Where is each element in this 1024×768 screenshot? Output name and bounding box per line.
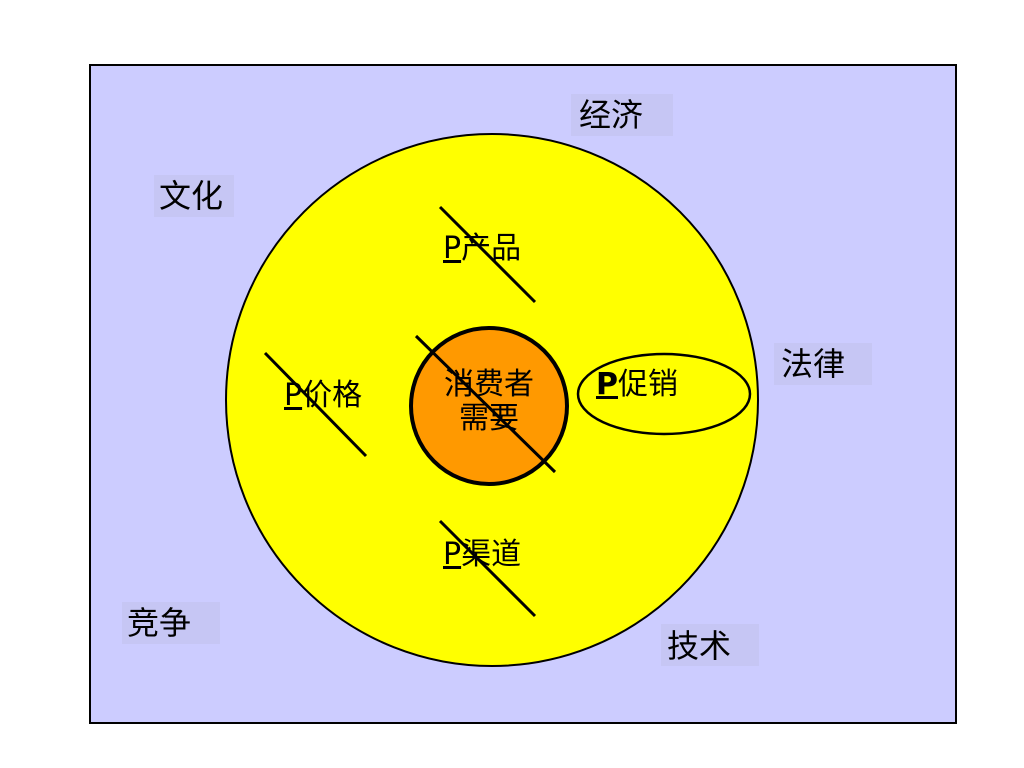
place-p: P	[443, 537, 462, 572]
promotion-ellipse	[576, 352, 752, 436]
culture-label: 文化	[159, 177, 224, 215]
competition-label: 竞争	[127, 604, 192, 642]
price-strike-line	[263, 351, 368, 458]
technology-box	[661, 624, 759, 666]
consumer-needs-line2: 需要	[459, 401, 519, 436]
place-label: P渠道	[443, 537, 521, 573]
economy-label: 经济	[579, 96, 644, 134]
promotion-label: P促销	[596, 367, 678, 403]
place-strike-line	[438, 519, 537, 618]
product-strike-line	[438, 205, 537, 304]
price-text: 价格	[302, 378, 363, 413]
economy-box	[571, 94, 673, 136]
law-box	[774, 343, 872, 385]
price-p: P	[284, 378, 303, 413]
product-p: P	[443, 231, 462, 266]
product-label: P产品	[443, 231, 521, 267]
consumer-needs-line1: 消费者	[444, 367, 534, 402]
price-label: P价格	[284, 378, 362, 414]
promotion-text: 促销	[618, 367, 678, 402]
consumer-needs-label: 消费者 需要	[419, 368, 559, 436]
place-text: 渠道	[461, 537, 522, 572]
core-strike-line	[414, 334, 557, 474]
competition-box	[122, 602, 220, 644]
product-text: 产品	[461, 231, 522, 266]
culture-box	[154, 175, 234, 217]
law-label: 法律	[781, 345, 846, 383]
technology-label: 技术	[667, 627, 732, 665]
promotion-p: P	[596, 367, 618, 402]
